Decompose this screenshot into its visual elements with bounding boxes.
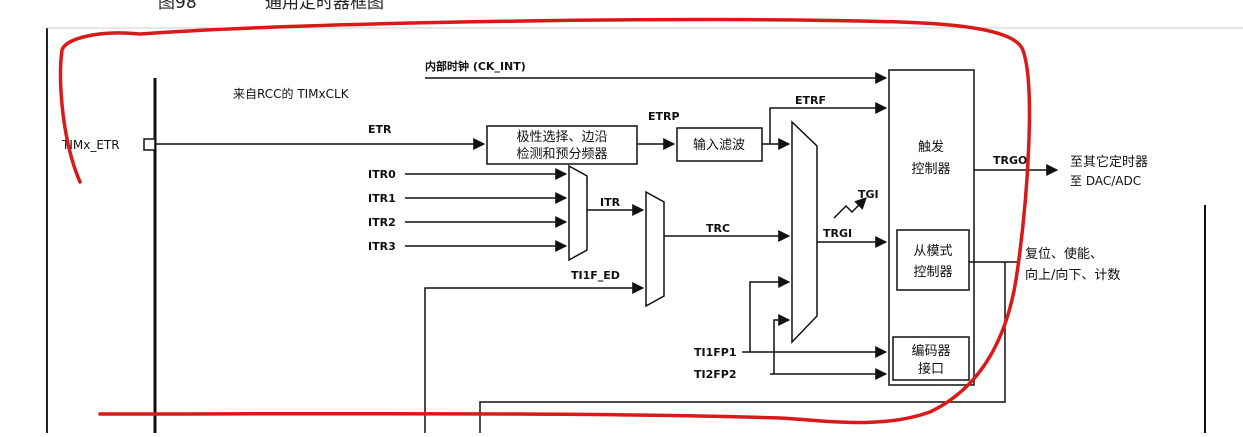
trgo-label: TRGO (993, 154, 1027, 167)
slave-ctrl-line1: 从模式 (913, 244, 952, 259)
encoder-line2: 接口 (918, 361, 944, 377)
ti2fp2-label: TI2FP2 (694, 368, 736, 381)
polarity-prescaler-block (486, 125, 638, 165)
trigger-mux (791, 120, 818, 344)
etr-label: ETR (368, 123, 392, 136)
controller-block (888, 69, 975, 386)
itr-out-label: ITR (600, 196, 621, 209)
etrf-label: ETRF (795, 94, 826, 107)
timx-etr-label: TIMx_ETR (61, 138, 120, 152)
ti1f-ed-label: TI1F_ED (571, 269, 620, 282)
ti1fp1-label: TI1FP1 (694, 346, 736, 359)
reset-line1: 复位、使能、 (1025, 246, 1103, 262)
reset-line2: 向上/向下、计数 (1025, 267, 1120, 283)
itr-mux (568, 164, 588, 262)
trc-mux (645, 190, 665, 308)
trgi-label: TRGI (823, 227, 852, 240)
itr0-label: ITR0 (368, 168, 396, 181)
trc-label: TRC (706, 222, 730, 235)
ti2fp2-to-mux (773, 314, 791, 374)
slave-mode-block (896, 229, 970, 291)
tgi-arrow (833, 197, 867, 219)
trigger-ctrl-line2: 控制器 (911, 162, 950, 177)
to-timers-label: 至其它定时器 (1070, 154, 1148, 170)
itr2-label: ITR2 (368, 216, 396, 229)
figure-title: 通用定时器框图 (265, 0, 384, 13)
feedback-line (479, 262, 1006, 433)
itr1-label: ITR1 (368, 192, 396, 205)
slave-ctrl-line2: 控制器 (913, 265, 952, 280)
figure-number: 图98 (158, 0, 197, 13)
ck-int-label: 内部时钟 (CK_INT) (425, 59, 526, 73)
etrf-line (769, 102, 888, 144)
etrp-label: ETRP (648, 110, 680, 123)
encoder-interface-block (892, 336, 970, 381)
polarity-line2: 检测和预分频器 (516, 147, 607, 162)
ti1fp1-to-mux (749, 276, 791, 352)
trigger-ctrl-line1: 触发 (918, 139, 944, 155)
encoder-line1: 编码器 (911, 344, 950, 359)
tgi-label: TGI (858, 188, 879, 201)
to-dac-label: 至 DAC/ADC (1070, 174, 1141, 188)
etr-pin-box (143, 138, 156, 151)
input-filter-label: 输入滤波 (693, 137, 745, 153)
polarity-line1: 极性选择、边沿 (516, 130, 607, 145)
rcc-clk-label: 来自RCC的 TIMxCLK (233, 86, 350, 101)
ti1f-ed-line (424, 282, 645, 433)
itr3-label: ITR3 (368, 240, 396, 253)
red-annotation-loop (58, 17, 1032, 425)
